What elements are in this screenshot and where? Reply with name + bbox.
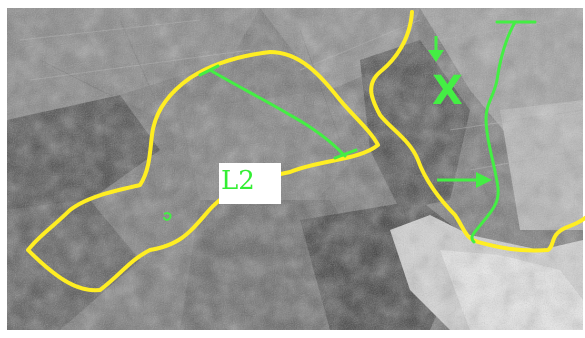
zone-label-box [219, 163, 281, 204]
x-marker: X [432, 68, 463, 114]
arrow-right-icon [437, 172, 492, 188]
profile-line-right [470, 20, 537, 244]
boundary-right [369, 10, 585, 253]
zone-label: L2 [221, 166, 255, 196]
boundary-left [26, 50, 380, 293]
profile-line-left [198, 64, 358, 160]
small-mark [163, 212, 172, 221]
arrow-down-icon [428, 36, 444, 62]
